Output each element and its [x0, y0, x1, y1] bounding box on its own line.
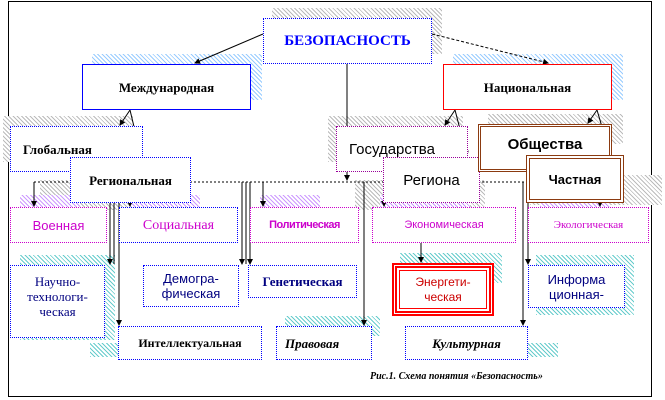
region-node: Региона [383, 157, 480, 203]
subsphere-scientific: Научно-технологи-ческая [10, 265, 105, 338]
bottom-intellectual: Интеллектуальная [118, 326, 262, 360]
subsphere-demographic: Демогра-фическая [143, 265, 239, 307]
subsphere-energy: Энергети-ческая [392, 263, 494, 316]
subsphere-information: Информа ционная- [528, 265, 625, 308]
sphere-political: Политическая [250, 207, 359, 243]
private-node: Частная [526, 155, 624, 203]
bottom-cultural: Культурная [405, 326, 528, 360]
sphere-ecological: Экологическая [528, 207, 649, 243]
root-node: БЕЗОПАСНОСТЬ [263, 18, 432, 64]
sphere-military: Военная [10, 207, 107, 243]
figure-caption: Рис.1. Схема понятия «Безопасность» [370, 371, 543, 382]
regional-node: Региональная [70, 157, 191, 203]
sphere-social: Социальная [119, 207, 238, 243]
international-node: Международная [82, 64, 251, 110]
sphere-economic: Экономическая [372, 207, 516, 243]
national-node: Национальная [443, 64, 612, 110]
subsphere-genetic: Генетическая [248, 265, 357, 298]
bottom-legal: Правовая [276, 326, 372, 360]
